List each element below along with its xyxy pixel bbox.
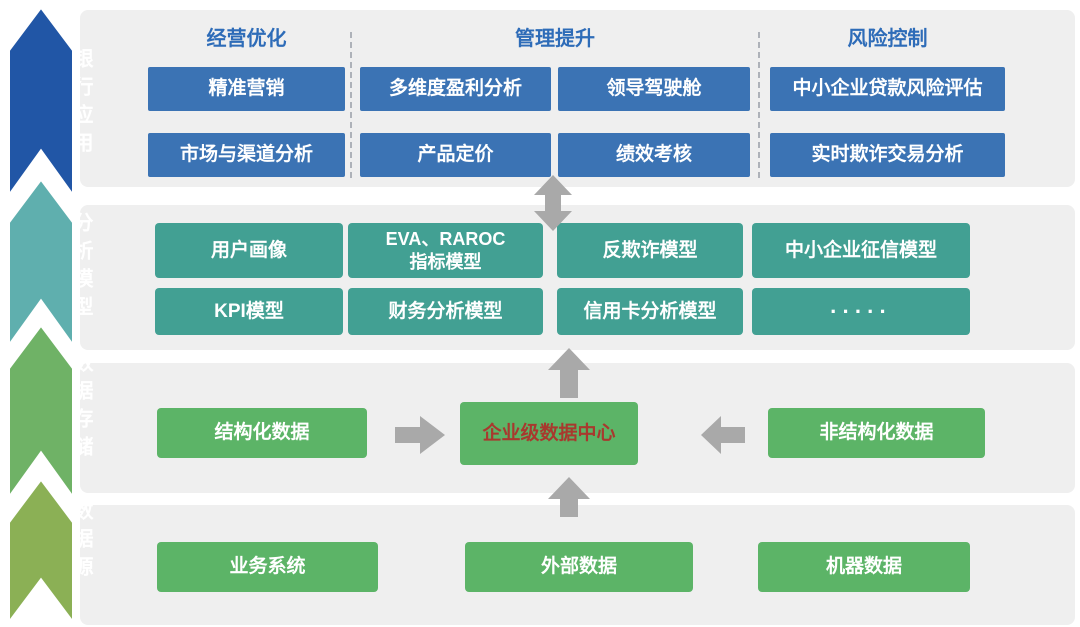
dashed-divider <box>758 32 760 178</box>
ribbon-label-bank-applications: 银行应用 <box>70 48 92 160</box>
chevron-up-icon <box>6 4 76 200</box>
box-sme-credit-model: 中小企业征信模型 <box>752 223 970 278</box>
box-unstructured-data: 非结构化数据 <box>768 408 985 458</box>
box-multidim-profit-analysis: 多维度盈利分析 <box>360 67 551 111</box>
box-precision-marketing: 精准营销 <box>148 67 345 111</box>
box-structured-data: 结构化数据 <box>157 408 367 458</box>
ribbon-label-data-sources: 数据源 <box>70 500 92 584</box>
up-arrow-icon <box>548 477 590 517</box>
box-leadership-cockpit: 领导驾驶舱 <box>558 67 750 111</box>
chevron-up-icon <box>6 322 76 502</box>
box-product-pricing: 产品定价 <box>360 133 551 177</box>
box-business-systems: 业务系统 <box>157 542 378 592</box>
chevron-up-icon <box>6 476 76 627</box>
box-performance-assessment: 绩效考核 <box>558 133 750 177</box>
right-arrow-icon <box>395 416 445 454</box>
ribbon-label-data-storage: 数据存储 <box>70 352 92 464</box>
box-enterprise-data-center: 企业级数据中心 <box>460 402 638 465</box>
box-financial-analysis-model: 财务分析模型 <box>348 288 543 335</box>
header-management-improvement: 管理提升 <box>515 28 595 50</box>
double-arrow-icon <box>534 175 572 231</box>
box-machine-data: 机器数据 <box>758 542 970 592</box>
box-eva-raroc-model: EVA、RAROC 指标模型 <box>348 223 543 278</box>
ribbon-data-sources <box>6 476 76 627</box>
left-arrow-icon <box>701 416 745 454</box>
box-kpi-model: KPI模型 <box>155 288 343 335</box>
box-user-profile: 用户画像 <box>155 223 343 278</box>
dashed-divider <box>350 32 352 178</box>
box-more-models: ····· <box>752 288 970 335</box>
box-sme-loan-risk-assessment: 中小企业贷款风险评估 <box>770 67 1005 111</box>
box-anti-fraud-model: 反欺诈模型 <box>557 223 743 278</box>
header-operation-optimization: 经营优化 <box>206 28 287 50</box>
box-realtime-fraud-analysis: 实时欺诈交易分析 <box>770 133 1005 177</box>
ribbon-bank-applications <box>6 4 76 200</box>
box-market-channel-analysis: 市场与渠道分析 <box>148 133 345 177</box>
up-arrow-icon <box>548 348 590 398</box>
box-external-data: 外部数据 <box>465 542 693 592</box>
header-risk-control: 风险控制 <box>847 28 928 50</box>
ribbon-data-storage <box>6 322 76 502</box>
ribbon-label-analysis-models: 分析模型 <box>70 212 92 324</box>
box-credit-card-analysis-model: 信用卡分析模型 <box>557 288 743 335</box>
ribbon-analysis-models <box>6 176 76 350</box>
chevron-up-icon <box>6 176 76 350</box>
